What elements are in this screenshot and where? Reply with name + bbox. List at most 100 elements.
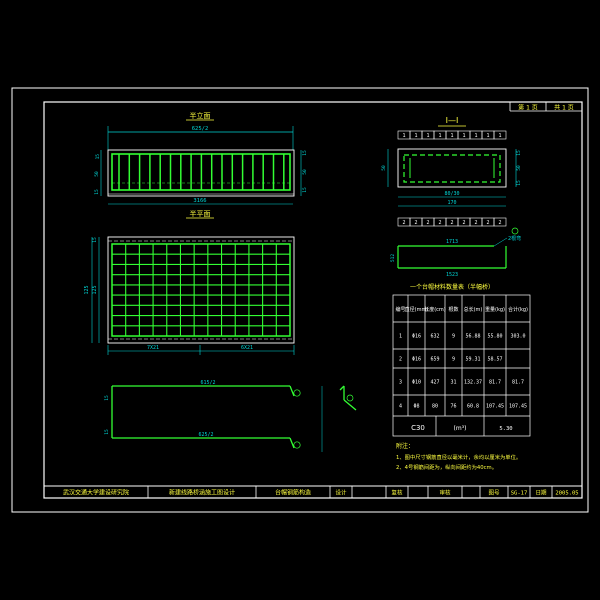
rebar-detail-bottom-dim: 1523 [446, 272, 458, 278]
table-header-cell: 合计(kg) [508, 306, 528, 313]
outer-frame [11, 87, 589, 513]
elevation-bottom-dim: 3166 [193, 198, 206, 204]
table-cell: 2 [399, 357, 402, 363]
section-bottom-cell-label: 2 [450, 220, 453, 226]
plan-outline [107, 236, 295, 344]
section-bottom-cell-label: 2 [498, 220, 501, 226]
table-header-cell: 重量(kg) [485, 306, 505, 313]
table-cell: 31 [450, 380, 456, 386]
elevation-stirrups [118, 154, 285, 190]
notes: 附注： 1、图中尺寸钢筋直径以毫米计，余均以厘米为单位。 2、4号钢筋间距为，纵… [396, 442, 521, 471]
table-cell: 1 [399, 334, 402, 340]
title-block: 武汉交通大学建设研究院 新建线路桥涵施工图设计 台帽钢筋构造 设计 复核 审核 … [44, 485, 582, 498]
institute-name: 武汉交通大学建设研究院 [63, 489, 129, 497]
design-label: 设计 [335, 489, 347, 497]
elev-right-dim-1: 15 [302, 150, 308, 156]
plan-left-dim-1: 125 [84, 285, 90, 294]
note-1: 1、图中尺寸钢筋直径以毫米计，余均以厘米为单位。 [396, 453, 521, 461]
notes-heading: 附注： [396, 442, 414, 450]
section-right-dim-3: 15 [516, 180, 522, 186]
rebar-shape-detail: 1713 512 1523 2根弯 [390, 227, 521, 278]
drawing-name: 台帽钢筋构造 [275, 489, 311, 497]
table-cell: 303.0 [510, 334, 525, 340]
table-cell: Φ8 [413, 404, 419, 410]
section-bottom-cell-label: 2 [474, 220, 477, 226]
section-left-dim: 50 [381, 165, 387, 171]
approve-label: 审核 [439, 489, 451, 497]
bend-upper-dim: 615/2 [200, 380, 215, 386]
elevation-top-dim: 625/2 [192, 126, 209, 132]
section-top-cell-label: 1 [426, 133, 429, 139]
table-cell: 76 [450, 404, 456, 410]
concrete-label: C30 [411, 424, 425, 432]
table-cell: Φ16 [412, 334, 421, 340]
table-cell: 132.37 [464, 380, 482, 386]
section-top-cell-box [493, 130, 507, 140]
elev-left-dim-2: 50 [94, 171, 100, 177]
section-bottom-cell-box [493, 217, 507, 227]
table-cell: 56.88 [465, 334, 480, 340]
review-label: 复核 [391, 489, 403, 497]
table-cell: 659 [430, 357, 439, 363]
section-top-cell-label: 1 [438, 133, 441, 139]
table-cell: 632 [430, 334, 439, 340]
section-bottom-cell-label: 2 [486, 220, 489, 226]
section-rebar-cage [403, 154, 501, 183]
concrete-unit: (m³) [454, 425, 467, 432]
bend-left-dim-2: 15 [104, 429, 110, 435]
elev-right-dim-3: 15 [302, 187, 308, 193]
plan-view: 半平面 125 15 125 7X21 6X21 [84, 209, 295, 355]
table-cell: 81.7 [489, 380, 501, 386]
bend-left-dim-1: 15 [104, 395, 110, 401]
table-cell: 60.8 [467, 404, 479, 410]
section-bottom-cell-label: 2 [438, 220, 441, 226]
section-bottom-cell-label: 2 [414, 220, 417, 226]
section-bottom-dim-2: 170 [447, 200, 456, 206]
section-title: I—I [446, 116, 459, 125]
table-cell: Φ10 [412, 380, 421, 386]
table-cell: Φ16 [412, 357, 421, 363]
plan-bottom-dim-2: 6X21 [241, 345, 253, 351]
inner-frame [43, 101, 583, 499]
section-right-dim-1: 15 [516, 150, 522, 156]
section-top-cell-label: 1 [450, 133, 453, 139]
section-bottom-cell-label: 2 [426, 220, 429, 226]
plan-bottom-dim-1: 7X21 [147, 345, 159, 351]
section-bottom-cell-label: 2 [462, 220, 465, 226]
table-cell: 58.57 [487, 357, 502, 363]
section-top-cell-label: 1 [402, 133, 405, 139]
elevation-view: 半立面 625/2 15 50 15 15 50 15 3166 [94, 111, 308, 205]
total-label: 共 1 页 [554, 104, 574, 112]
section-bottom-cell-label: 2 [402, 220, 405, 226]
section-right-dim-2: 50 [516, 165, 522, 171]
elevation-outline [107, 149, 295, 197]
table-cell: 427 [430, 380, 439, 386]
date: 2005.05 [555, 491, 578, 497]
plan-title: 半平面 [190, 209, 211, 218]
table-cell: 55.80 [487, 334, 502, 340]
elev-left-dim-3: 15 [94, 189, 100, 195]
project-name: 新建线路桥涵施工图设计 [169, 489, 235, 497]
table-header-cell: 根数 [448, 306, 458, 313]
section-bottom-dim-1: 80/30 [444, 191, 459, 197]
sheet-no: SG-17 [511, 491, 528, 497]
section-bottom-cells: 2 2 2 2 2 2 2 2 2 [397, 217, 507, 227]
table-cell: 3 [399, 380, 402, 386]
table-header-cell: 长度(cm) [424, 306, 446, 313]
table-title: 一个台帽材料数量表（半幅桥） [410, 283, 494, 291]
sheet-no-label: 图号 [488, 489, 500, 497]
section-top-cell-label: 1 [486, 133, 489, 139]
section-top-cell-label: 1 [474, 133, 477, 139]
plan-left-dim-3: 125 [92, 285, 98, 294]
table-border [392, 294, 531, 437]
table-grid [392, 294, 531, 437]
rebar-detail-left-dim: 512 [390, 254, 396, 262]
sheet-counter: 第 1 页 共 1 页 [509, 102, 582, 112]
rebar-detail-note: 2根弯 [508, 235, 521, 242]
elev-right-dim-2: 50 [302, 169, 308, 175]
bend-lower-dim: 625/2 [198, 432, 213, 438]
elev-left-dim-1: 15 [95, 154, 101, 160]
